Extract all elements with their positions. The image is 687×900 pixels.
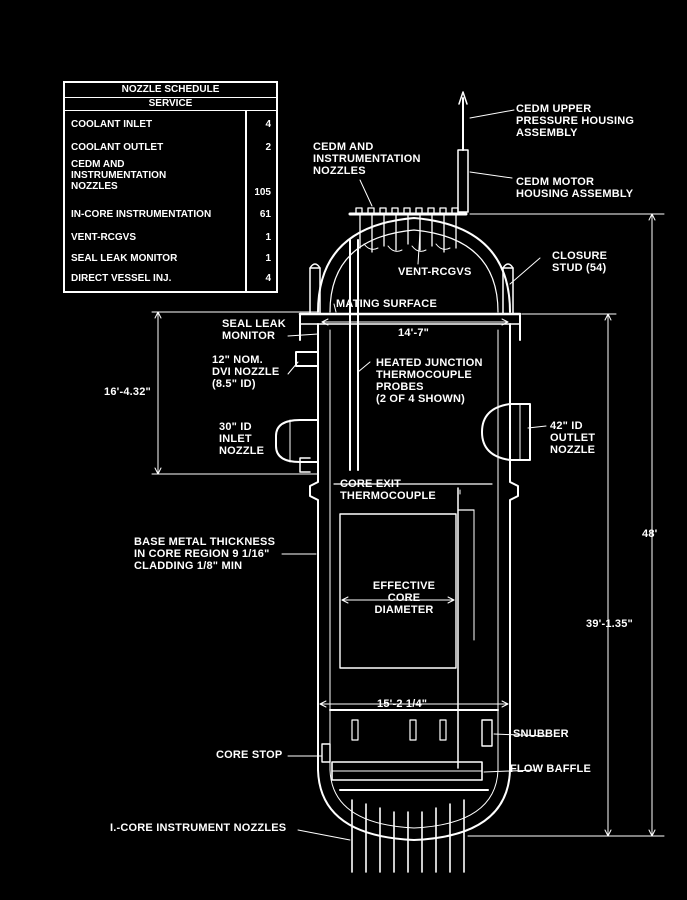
closure-head-inner <box>329 229 499 313</box>
service-count: 2 <box>265 142 271 153</box>
service-count: 1 <box>265 253 271 264</box>
nozzle-schedule-header: SERVICE <box>65 98 276 111</box>
service-name: IN-CORE INSTRUMENTATION <box>71 209 212 220</box>
bottom-head <box>317 769 511 841</box>
head-guides <box>363 243 451 252</box>
leader-lines <box>281 109 547 841</box>
label-outlet-nozzle: 42" ID OUTLET NOZZLE <box>550 420 596 456</box>
label-cedm-motor-housing: CEDM MOTOR HOUSING ASSEMBLY <box>516 176 634 200</box>
service-count: 1 <box>265 232 271 243</box>
service-count: 4 <box>265 273 271 284</box>
label-mating-surface: MATING SURFACE <box>336 298 437 310</box>
label-inlet-nozzle: 30" ID INLET NOZZLE <box>219 421 265 457</box>
label-dim-left: 16'-4.32" <box>104 386 151 398</box>
snubber <box>481 719 493 747</box>
dim-48ft <box>467 213 665 837</box>
label-base-metal-thickness: BASE METAL THICKNESS IN CORE REGION 9 1/… <box>134 536 276 572</box>
effective-core <box>339 513 457 669</box>
nozzle-schedule-title: NOZZLE SCHEDULE <box>65 83 276 98</box>
vessel-shell-right <box>509 323 519 771</box>
dim-flange-width <box>321 318 509 326</box>
inlet-nozzle <box>275 419 319 463</box>
service-name: SEAL LEAK MONITOR <box>71 253 178 264</box>
label-closure-stud: CLOSURE STUD (54) <box>552 250 608 274</box>
snubber-block-left <box>351 719 359 741</box>
label-flange-width: 14'-7" <box>398 327 430 339</box>
label-cedm-upper-pressure-housing: CEDM UPPER PRESSURE HOUSING ASSEMBLY <box>516 103 635 139</box>
label-seal-leak-monitor: SEAL LEAK MONITOR <box>222 318 286 342</box>
service-name: COOLANT OUTLET <box>71 142 164 153</box>
service-count: 105 <box>254 187 271 198</box>
label-in-core-instrument-nozzles: I.-CORE INSTRUMENT NOZZLES <box>110 822 287 834</box>
dim-39ft <box>521 313 617 837</box>
label-vent-rcgvs: VENT-RCGVS <box>398 266 472 278</box>
cedm-motor-housing <box>457 149 469 213</box>
service-name: VENT-RCGVS <box>71 232 137 243</box>
label-cedm-instrumentation-nozzles: CEDM AND INSTRUMENTATION NOZZLES <box>313 141 421 177</box>
service-name: CEDM AND INSTRUMENTATION NOZZLES <box>71 159 167 192</box>
vessel-shell-left <box>309 323 319 771</box>
label-flow-baffle: FLOW BAFFLE <box>510 763 592 775</box>
snubber-block-center <box>409 719 417 741</box>
label-dvi-nozzle: 12" NOM. DVI NOZZLE (8.5" ID) <box>212 354 280 390</box>
label-dim-39ft: 39'-1.35" <box>586 618 633 630</box>
table-divider <box>245 111 247 291</box>
core-stop <box>321 743 331 763</box>
snubber-block-right <box>439 719 447 741</box>
label-core-stop: CORE STOP <box>216 749 283 761</box>
closure-head <box>317 217 511 313</box>
outlet-nozzle <box>481 403 531 461</box>
label-snubber: SNUBBER <box>513 728 569 740</box>
in-core-instrument-nozzles <box>351 799 465 873</box>
dim-core-diameter <box>341 596 455 604</box>
service-count: 61 <box>259 209 271 220</box>
service-name: COOLANT INLET <box>71 119 153 130</box>
nozzle-schedule-table: NOZZLE SCHEDULE SERVICE COOLANT INLET 4 … <box>63 81 278 293</box>
service-name: DIRECT VESSEL INJ. <box>71 273 172 284</box>
label-dim-48ft: 48' <box>642 528 658 540</box>
label-effective-core-diameter: EFFECTIVE CORE DIAMETER <box>372 580 436 616</box>
dim-vessel-width <box>319 700 509 708</box>
dvi-nozzle <box>295 351 319 367</box>
label-vessel-width: 15'-2 1/4" <box>377 698 428 710</box>
service-count: 4 <box>265 119 271 130</box>
dim-left-16ft <box>151 311 319 475</box>
label-core-exit-thermocouple: CORE EXIT THERMOCOUPLE <box>340 478 436 502</box>
label-heated-junction-thermocouple: HEATED JUNCTION THERMOCOUPLE PROBES (2 O… <box>376 357 483 405</box>
bottom-head-inner <box>329 769 499 829</box>
